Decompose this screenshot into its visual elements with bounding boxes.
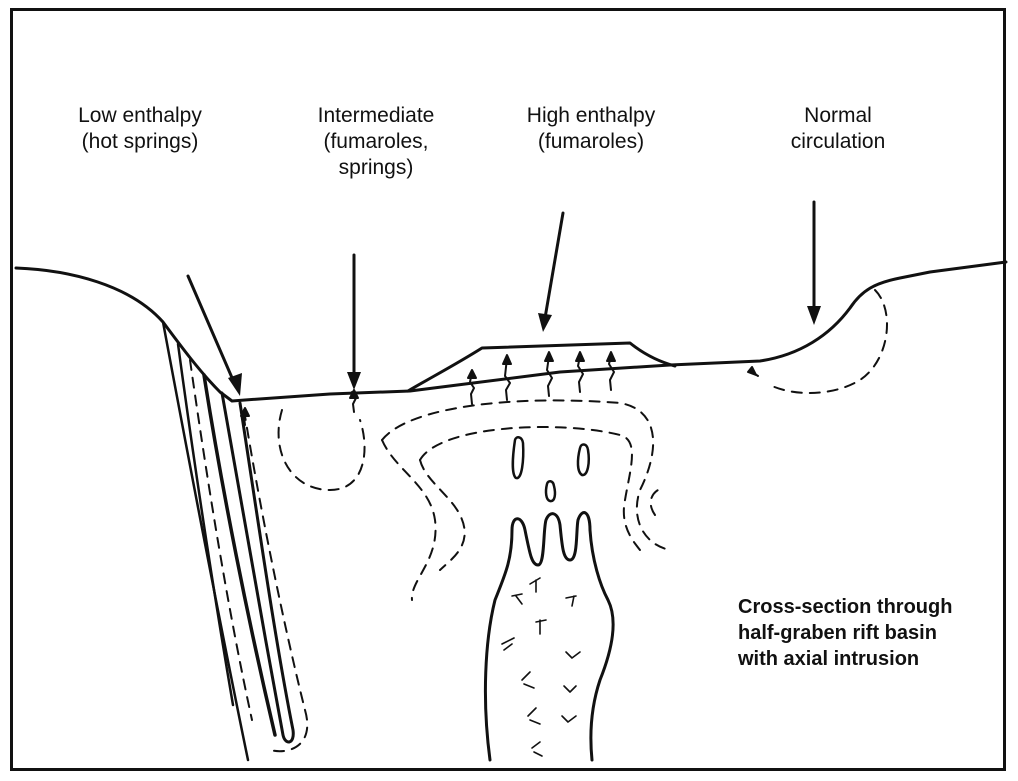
normal-loop: [770, 290, 887, 393]
arrow-low-enthalpy: [188, 276, 242, 396]
label-normal-line2: circulation: [760, 129, 916, 155]
intrusion-blob-1: [513, 437, 523, 478]
convection-contour-inner-left: [420, 460, 465, 570]
arrow-intermediate: [347, 255, 361, 390]
caption-line1: Cross-section through: [738, 594, 1008, 620]
label-low-line2: (hot springs): [52, 129, 228, 155]
label-low-enthalpy: Low enthalpy (hot springs): [52, 103, 228, 155]
label-normal-line1: Normal: [760, 103, 916, 129]
upflow-arrows: [241, 352, 758, 425]
arrow-high-enthalpy: [538, 213, 563, 332]
intrusion-blob-2: [578, 444, 589, 475]
arrow-normal-circulation: [807, 202, 821, 325]
axial-intrusion: [485, 513, 613, 760]
intrusion-texture: [502, 578, 580, 756]
fault-layer-1: [178, 344, 233, 705]
label-high-line1: High enthalpy: [500, 103, 682, 129]
intrusion-blob-3: [546, 481, 555, 501]
label-intermediate-line2: (fumaroles,: [282, 129, 470, 155]
convection-contour-left: [382, 440, 436, 600]
label-intermediate-line1: Intermediate: [282, 103, 470, 129]
label-low-line1: Low enthalpy: [52, 103, 228, 129]
intermediate-loop: [279, 410, 365, 490]
label-normal-circulation: Normal circulation: [760, 103, 916, 155]
convection-contour-small: [651, 490, 658, 515]
caption-line3: with axial intrusion: [738, 646, 1008, 672]
caption-line2: half-graben rift basin: [738, 620, 1008, 646]
label-intermediate: Intermediate (fumaroles, springs): [282, 103, 470, 181]
diagram-caption: Cross-section through half-graben rift b…: [738, 594, 1008, 672]
label-intermediate-line3: springs): [282, 155, 470, 181]
label-high-enthalpy: High enthalpy (fumaroles): [500, 103, 682, 155]
label-high-line2: (fumaroles): [500, 129, 682, 155]
convection-contour-inner: [420, 427, 640, 550]
